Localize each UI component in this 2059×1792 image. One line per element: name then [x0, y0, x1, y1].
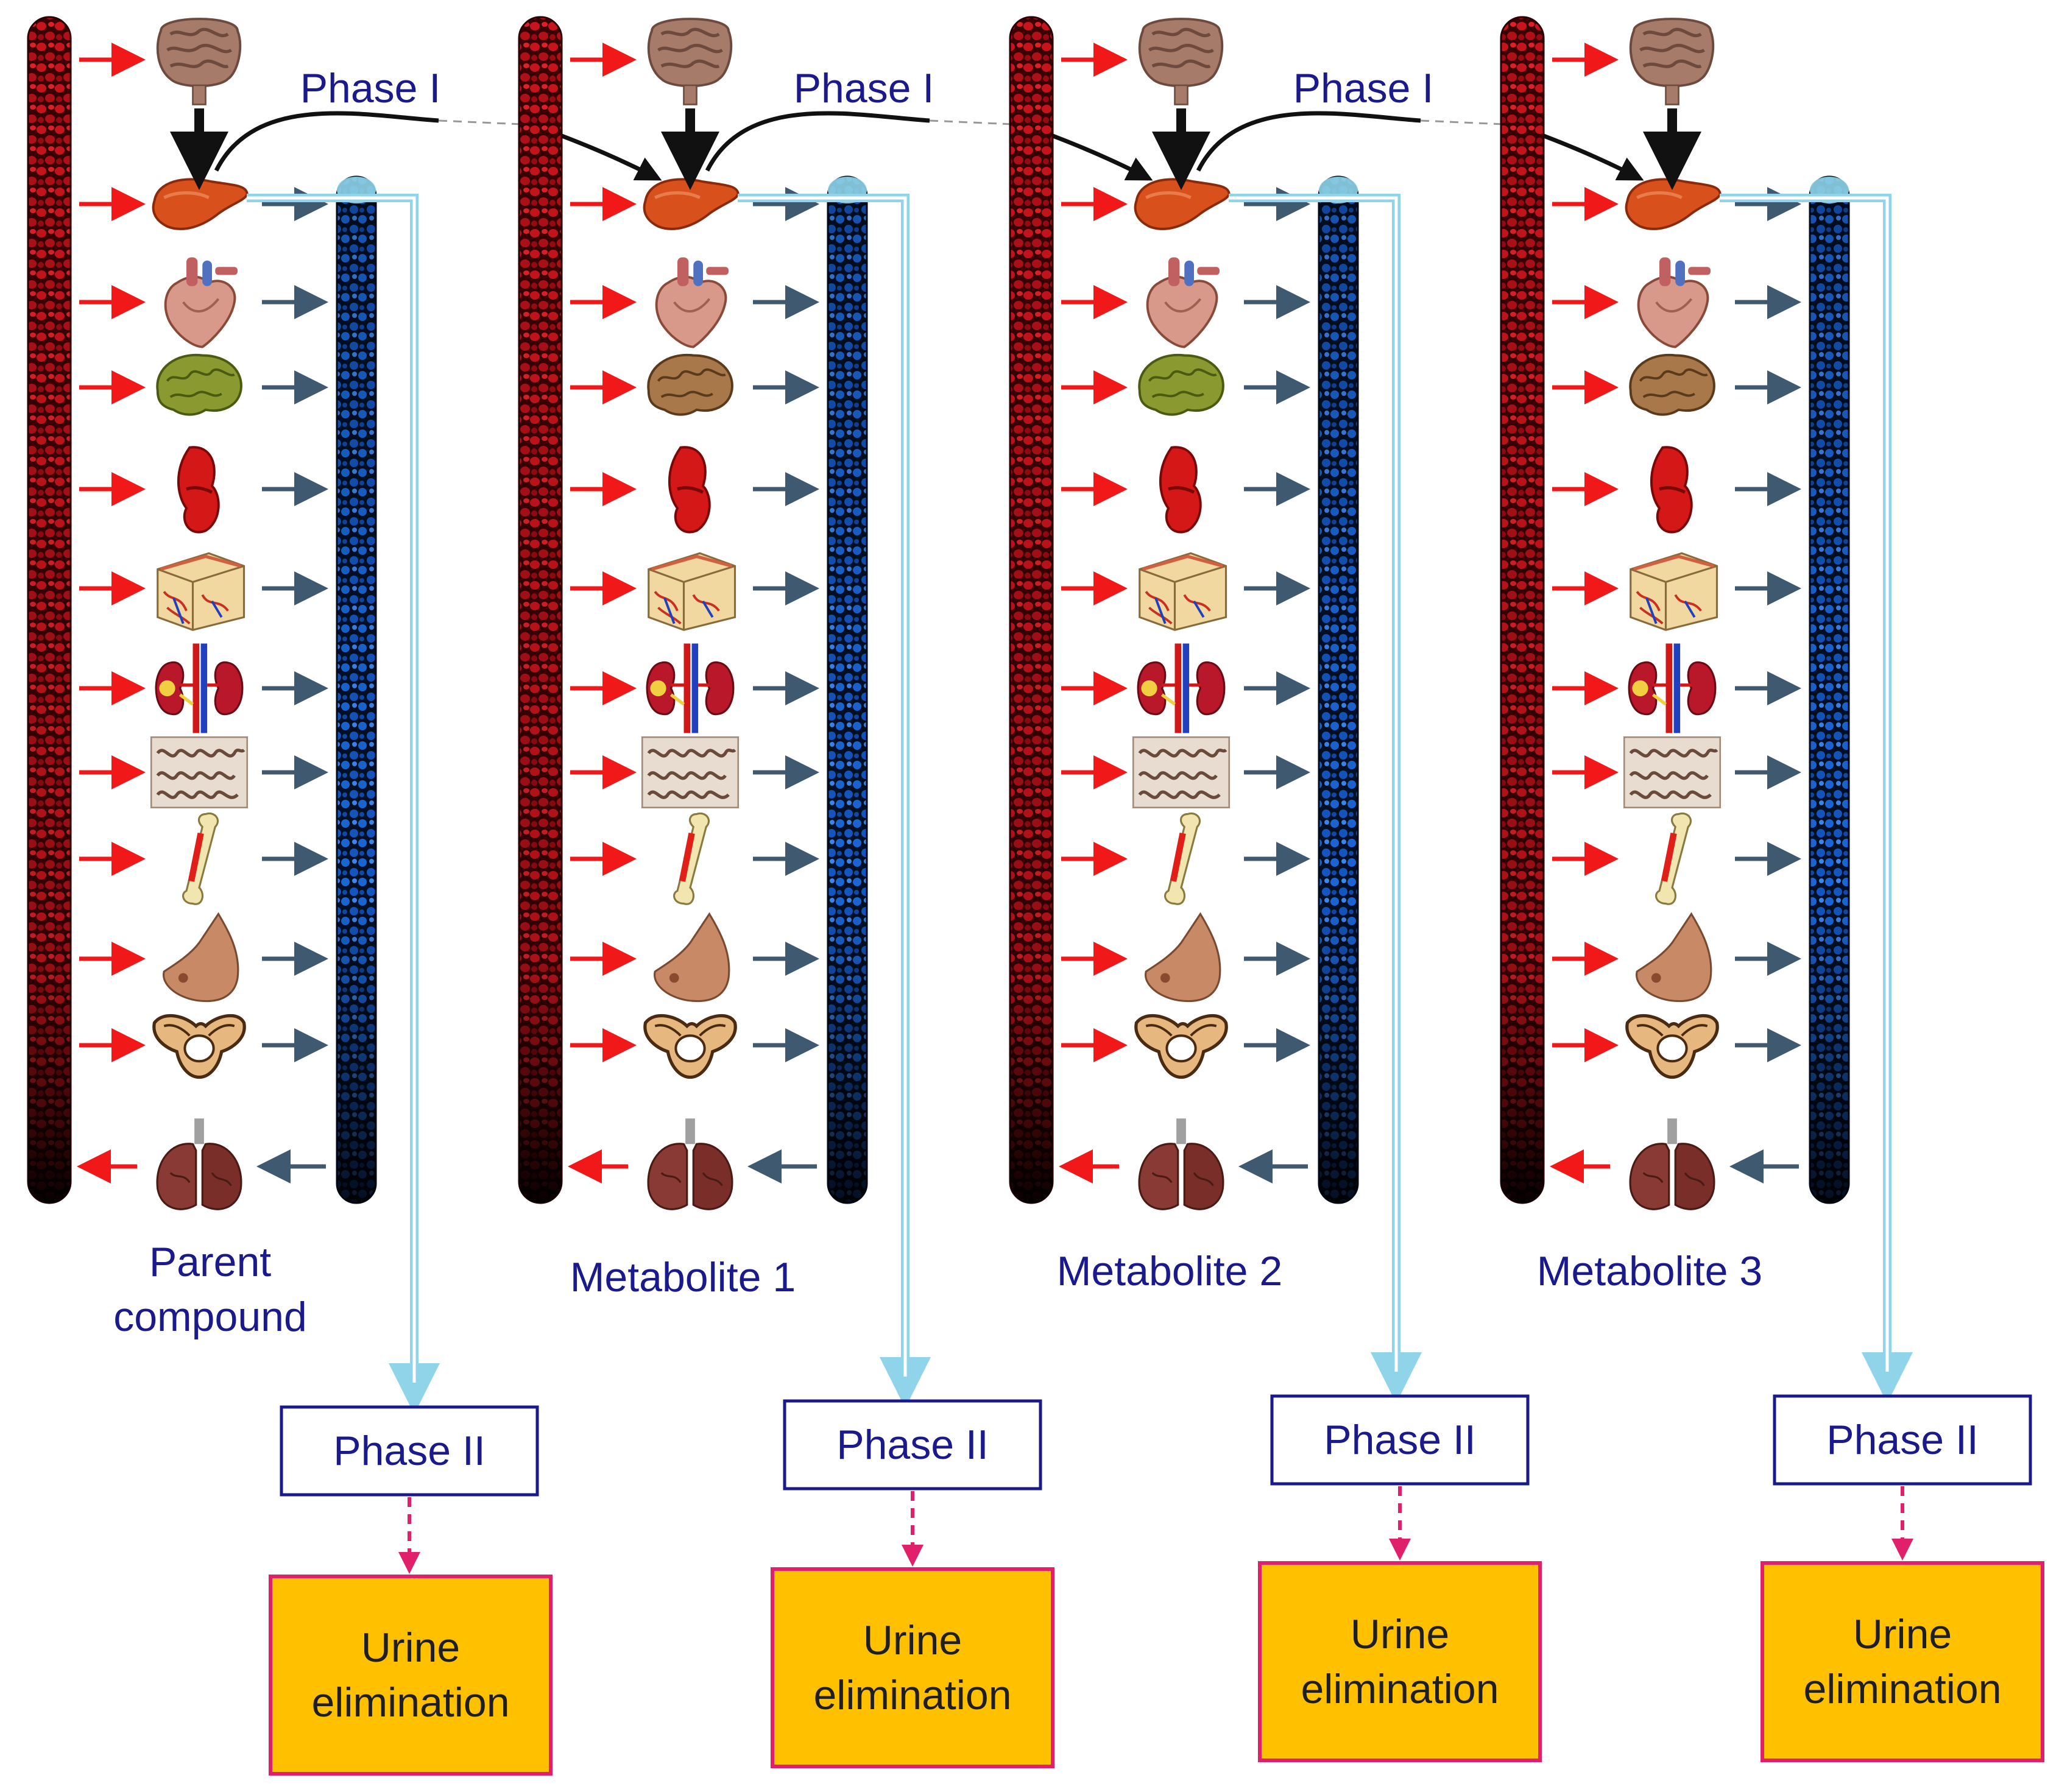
breast-icon: [163, 912, 239, 1003]
heart-icon: [164, 256, 239, 348]
breast-icon: [1145, 912, 1221, 1003]
intestine-icon: [1631, 19, 1713, 104]
pelvis-icon: [645, 1015, 735, 1077]
spleen-icon: [178, 447, 219, 532]
kidney-icon: [1629, 644, 1715, 733]
heart-icon: [1637, 256, 1712, 348]
urine-elimination-box: Urine elimination: [1761, 1561, 2044, 1762]
phase2-box: Phase II: [1773, 1394, 2032, 1486]
urine-elimination-box: Urine elimination: [1258, 1561, 1542, 1762]
brain-icon: [1629, 353, 1715, 416]
intestine-icon: [1140, 19, 1222, 104]
gut-tissue-icon: [642, 737, 738, 808]
urine-label-line2: elimination: [1803, 1666, 2001, 1712]
compound-label: Metabolite 2: [1057, 1248, 1282, 1294]
urine-label-line1: Urine: [863, 1617, 962, 1663]
compartment-column-m3: Metabolite 3 Phase II Urine elimination: [1500, 16, 2044, 1762]
lymph-pathway: [1229, 194, 1422, 1403]
artery-tube: [1500, 16, 1545, 1204]
gut-tissue-icon: [1133, 737, 1229, 808]
vein-tube: [1318, 175, 1359, 1204]
artery-tube: [27, 16, 72, 1204]
phase1-arrow-2: Phase I: [705, 65, 1153, 181]
urine-label-line2: elimination: [813, 1672, 1011, 1718]
lymph-pathway: [738, 194, 931, 1408]
lymph-pathway: [247, 194, 440, 1414]
urine-elimination-box: Urine elimination: [771, 1567, 1054, 1768]
phase1-arrows-layer: Phase I Phase I Phase I: [214, 65, 1644, 181]
heart-icon: [1146, 256, 1221, 348]
phase1-label: Phase I: [1293, 65, 1434, 111]
phase1-arrow-3: Phase I: [1196, 65, 1644, 181]
brain-icon: [647, 353, 733, 416]
phase2-box: Phase II: [1270, 1394, 1530, 1486]
liver-icon: [1135, 179, 1229, 229]
pelvis-icon: [1136, 1015, 1226, 1077]
phase2-box: Phase II: [783, 1399, 1042, 1490]
kidney-icon: [647, 644, 733, 733]
lymph-pathway: [1720, 194, 1913, 1403]
urine-label-line1: Urine: [1853, 1611, 1952, 1657]
lung-icon: [1629, 1117, 1715, 1210]
breast-icon: [654, 912, 730, 1003]
phase2-box: Phase II: [280, 1405, 539, 1497]
phase2-label: Phase II: [333, 1428, 486, 1474]
vein-tube: [827, 175, 868, 1204]
spleen-icon: [1651, 447, 1692, 532]
spleen-icon: [1160, 447, 1201, 532]
lung-icon: [156, 1117, 242, 1210]
intestine-icon: [649, 19, 731, 104]
pelvis-icon: [1627, 1015, 1717, 1077]
urine-elimination-box: Urine elimination: [269, 1575, 553, 1776]
urine-label-line2: elimination: [311, 1679, 509, 1726]
phase1-arrow-1: Phase I: [214, 65, 662, 181]
kidney-icon: [1138, 644, 1224, 733]
liver-icon: [154, 179, 247, 229]
bone-icon: [1165, 813, 1200, 904]
gut-tissue-icon: [1624, 737, 1720, 808]
artery-tube: [518, 16, 563, 1204]
pelvis-icon: [154, 1015, 244, 1077]
lung-icon: [1138, 1117, 1224, 1210]
skin-icon: [1631, 553, 1717, 630]
urine-label-line1: Urine: [1351, 1611, 1450, 1657]
heart-icon: [655, 256, 730, 348]
intestine-icon: [158, 19, 240, 104]
phase1-label: Phase I: [300, 65, 441, 111]
liver-icon: [1626, 179, 1720, 229]
phase2-label: Phase II: [1324, 1417, 1476, 1463]
phase2-label: Phase II: [1826, 1417, 1979, 1463]
compartment-column-m2: Metabolite 2 Phase II Urine elimination: [1009, 16, 1542, 1762]
bone-icon: [183, 813, 218, 904]
lung-icon: [647, 1117, 733, 1210]
gut-tissue-icon: [151, 737, 247, 808]
compound-label: Metabolite 3: [1537, 1248, 1762, 1294]
vein-tube: [1809, 175, 1850, 1204]
compartment-column-m1: Metabolite 1 Phase II Urine elimination: [518, 16, 1054, 1768]
spleen-icon: [669, 447, 710, 532]
brain-icon: [156, 353, 242, 416]
bone-icon: [674, 813, 709, 904]
breast-icon: [1636, 912, 1712, 1003]
skin-icon: [1140, 553, 1226, 630]
compound-label: Metabolite 1: [570, 1254, 796, 1300]
urine-label-line2: elimination: [1301, 1666, 1499, 1712]
brain-icon: [1138, 353, 1224, 416]
artery-tube: [1009, 16, 1054, 1204]
phase2-label: Phase II: [836, 1422, 989, 1468]
kidney-icon: [156, 644, 242, 733]
phase1-label: Phase I: [794, 65, 934, 111]
bone-icon: [1656, 813, 1691, 904]
urine-label-line1: Urine: [361, 1624, 461, 1671]
vein-tube: [336, 175, 377, 1204]
skin-icon: [649, 553, 735, 630]
skin-icon: [158, 553, 244, 630]
liver-icon: [645, 179, 738, 229]
